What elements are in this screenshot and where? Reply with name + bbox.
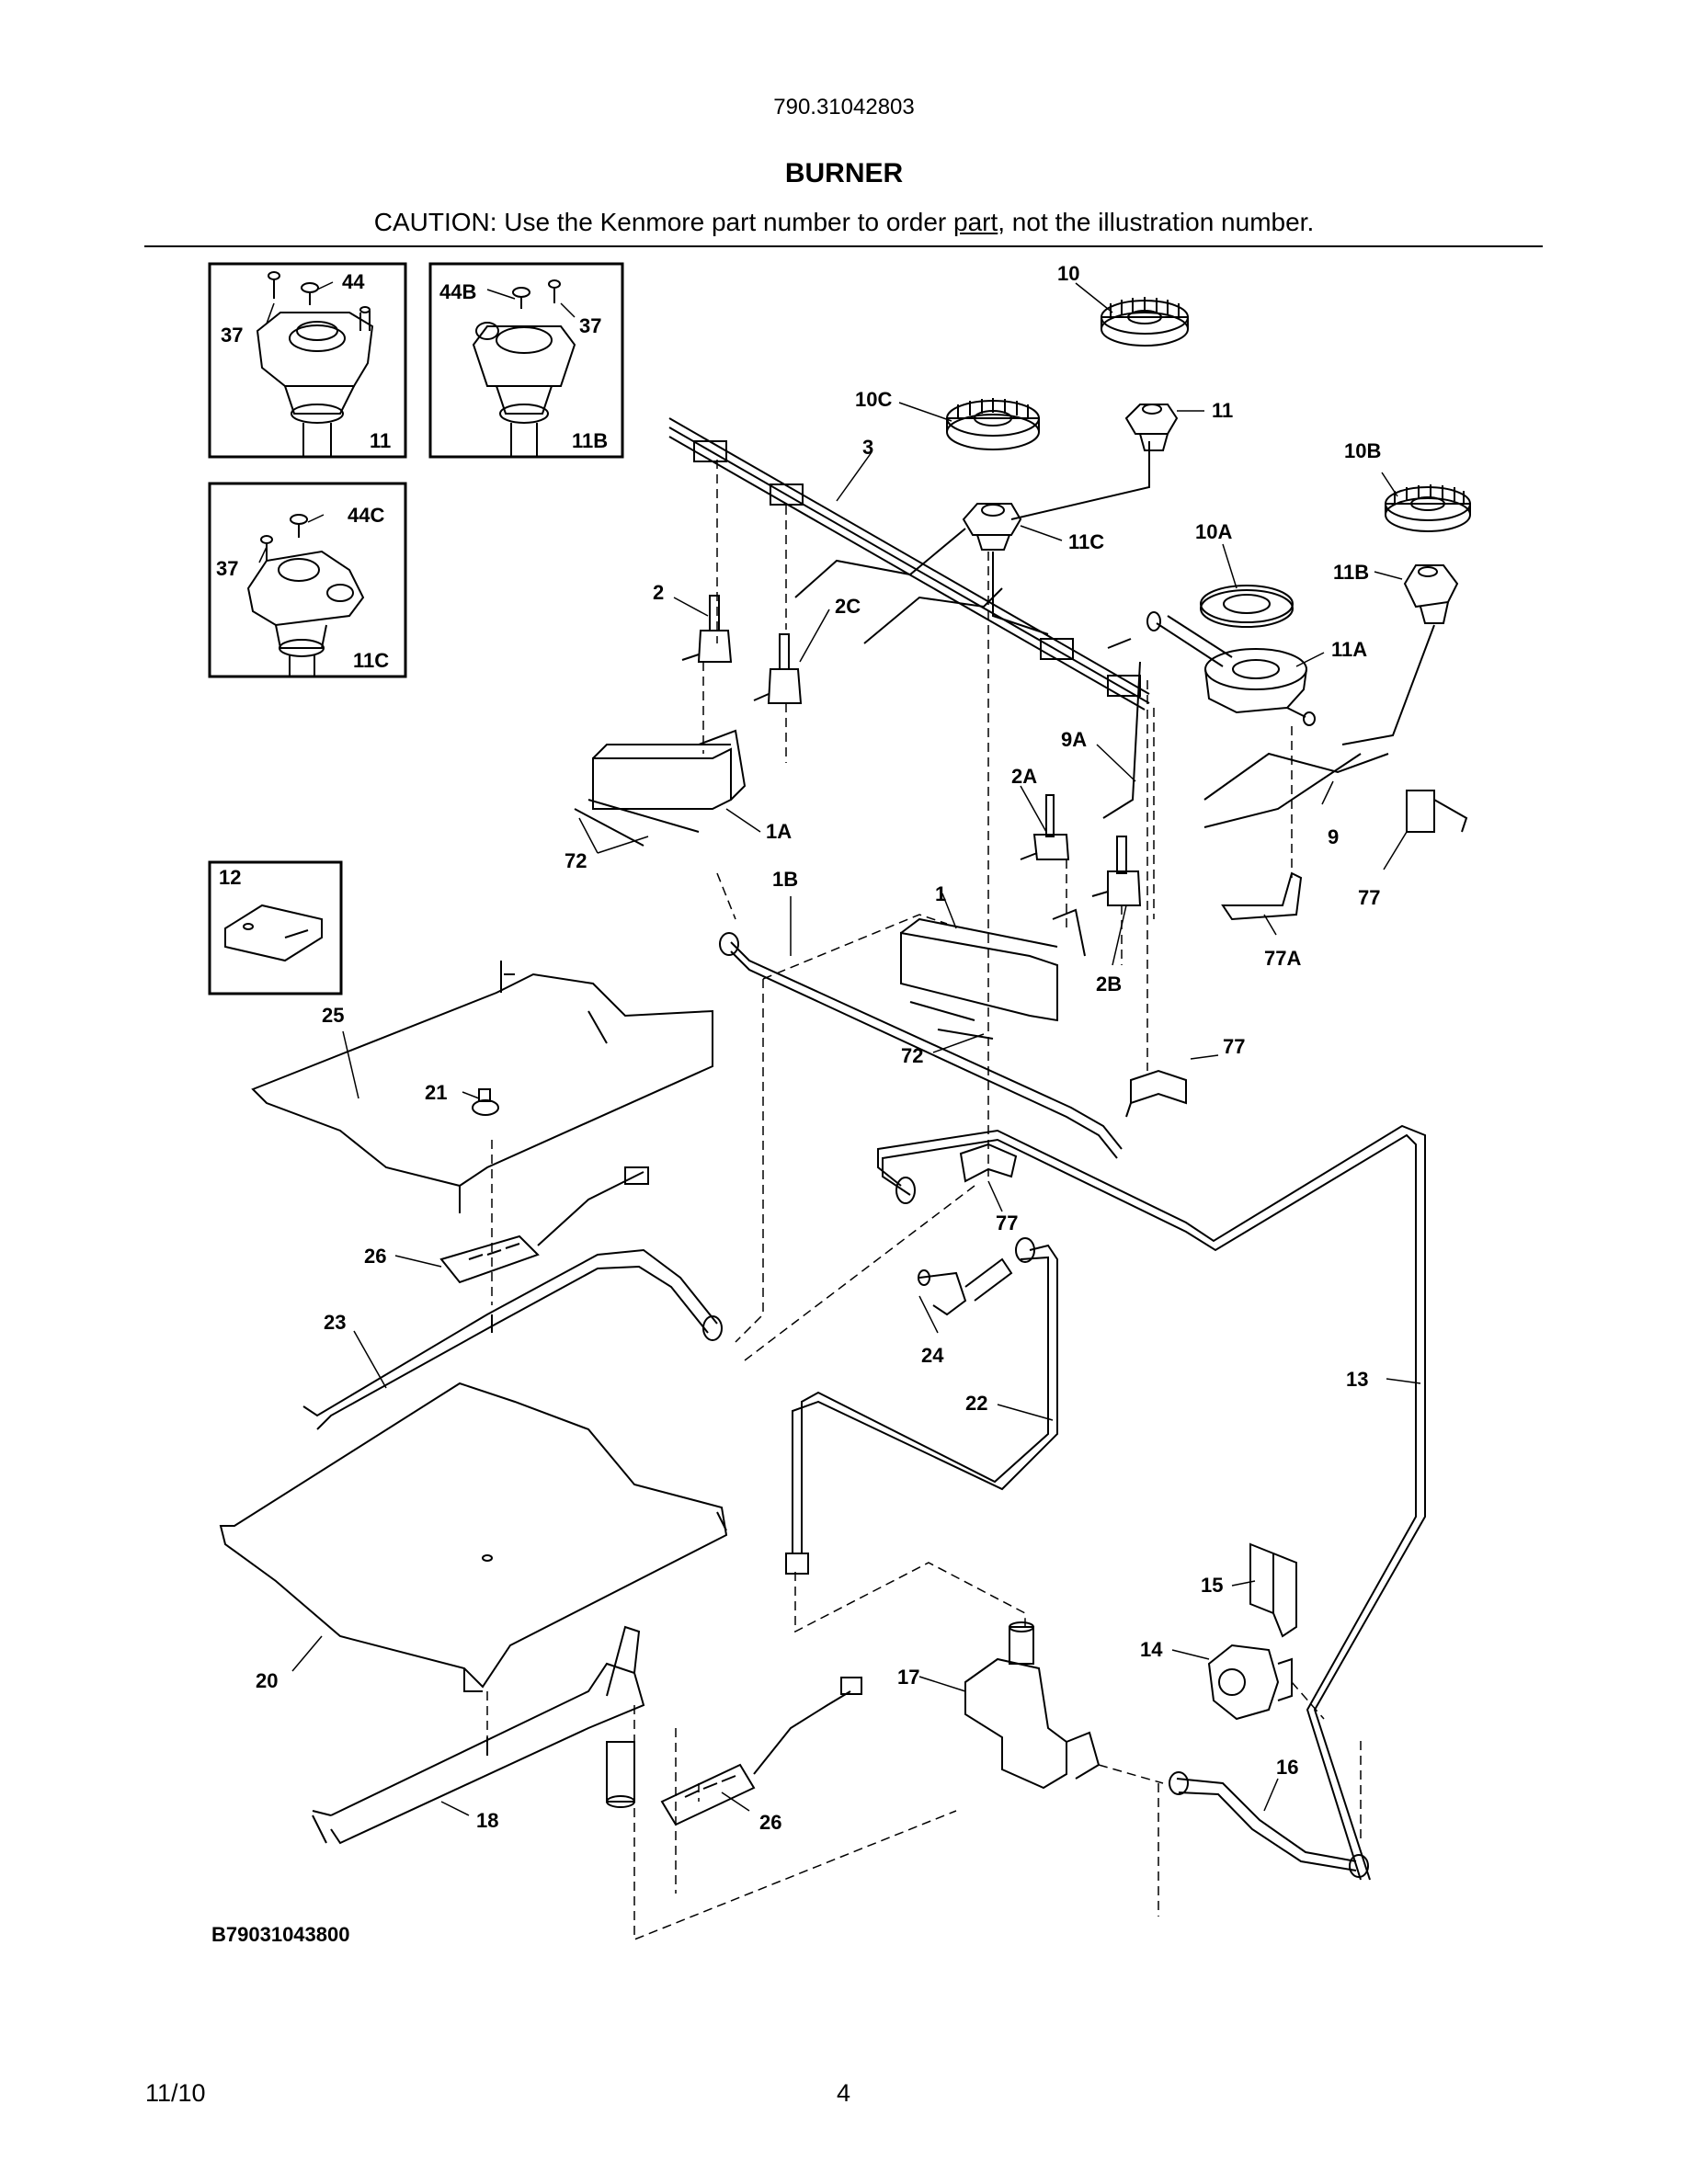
footer-page-number: 4 xyxy=(837,2079,851,2107)
bracket-77-mid xyxy=(1125,1069,1187,1118)
caution-note: CAUTION: Use the Kenmore part number to … xyxy=(0,208,1688,237)
label-37-inset2: 37 xyxy=(579,314,601,337)
part-labels: 37 44 11 44B 37 11B 44C 37 11C 12 10 10C… xyxy=(211,262,1381,1946)
label-9: 9 xyxy=(1328,825,1339,848)
inset-burner-base-11b xyxy=(428,262,624,459)
label-11: 11 xyxy=(1212,399,1233,422)
label-10a: 10A xyxy=(1195,520,1232,543)
gas-tubes-upper xyxy=(794,441,1435,828)
label-1: 1 xyxy=(935,882,946,905)
label-11b: 11B xyxy=(1333,561,1369,584)
label-77-right: 77 xyxy=(1358,886,1380,909)
gas-tube-1b xyxy=(719,932,1123,1159)
label-10: 10 xyxy=(1057,262,1079,285)
label-2c: 2C xyxy=(835,595,861,618)
gas-tube-16 xyxy=(1169,1771,1369,1878)
label-11c-inset3: 11C xyxy=(353,649,389,672)
burner-ring-10a xyxy=(1200,585,1294,628)
label-20: 20 xyxy=(256,1669,278,1692)
label-77-mid: 77 xyxy=(1223,1035,1245,1058)
valve-2 xyxy=(681,595,733,663)
burner-cap-10 xyxy=(1101,297,1189,347)
label-12-inset4: 12 xyxy=(219,866,241,889)
burner-cap-10b xyxy=(1385,484,1471,532)
label-26-lower: 26 xyxy=(759,1811,781,1834)
caution-prefix: CAUTION: Use the Kenmore part number to … xyxy=(373,208,953,236)
inset-burner-base-11 xyxy=(208,262,407,459)
label-9a: 9A xyxy=(1061,728,1087,751)
label-77-lower: 77 xyxy=(996,1211,1018,1234)
label-37-inset3: 37 xyxy=(216,557,238,580)
label-72-lower: 72 xyxy=(901,1044,923,1067)
wire-harness-3 xyxy=(668,417,1150,711)
label-16: 16 xyxy=(1276,1756,1298,1779)
label-2: 2 xyxy=(653,581,664,604)
pressure-regulator-14 xyxy=(1207,1644,1293,1721)
label-17: 17 xyxy=(897,1666,919,1689)
label-24: 24 xyxy=(921,1344,944,1367)
valve-2a xyxy=(1020,794,1070,860)
label-3: 3 xyxy=(862,436,873,459)
inset-burner-base-11c xyxy=(208,482,407,678)
inset-gasket-12 xyxy=(208,860,343,995)
label-10c: 10C xyxy=(855,388,892,411)
alignment-lines xyxy=(486,460,1362,1941)
label-10b: 10B xyxy=(1344,439,1381,462)
burner-base-11c-top xyxy=(962,503,1022,551)
label-11b-inset2: 11B xyxy=(572,429,608,452)
label-1b: 1B xyxy=(772,868,798,891)
label-13: 13 xyxy=(1346,1368,1368,1391)
valve-2c xyxy=(753,633,803,704)
drawing-code: B79031043800 xyxy=(211,1923,349,1946)
label-44b-inset2: 44B xyxy=(439,280,476,303)
label-2a: 2A xyxy=(1011,765,1037,788)
gas-tube-22 xyxy=(785,1237,1058,1575)
gas-tube-oven-loop xyxy=(877,1124,1426,1881)
label-23: 23 xyxy=(324,1311,346,1334)
label-44c-inset3: 44C xyxy=(348,504,384,527)
label-25: 25 xyxy=(322,1004,344,1027)
label-44-inset1: 44 xyxy=(342,270,365,293)
burner-cap-10c xyxy=(946,398,1040,450)
manifold-1a xyxy=(574,729,747,847)
header-divider xyxy=(144,245,1543,247)
leader-lines xyxy=(258,281,1421,1816)
section-title: BURNER xyxy=(784,158,904,188)
bracket-15 xyxy=(1249,1542,1297,1638)
label-21: 21 xyxy=(425,1081,447,1104)
valve-2b xyxy=(1091,836,1142,906)
label-15: 15 xyxy=(1201,1574,1223,1597)
igniter-26-lower xyxy=(660,1677,862,1826)
broil-burner-23 xyxy=(302,1248,723,1430)
label-77a: 77A xyxy=(1264,947,1301,970)
heat-shield-25 xyxy=(251,961,713,1213)
label-26-upper: 26 xyxy=(364,1245,386,1268)
label-72-upper: 72 xyxy=(565,849,587,872)
label-2b: 2B xyxy=(1096,973,1122,995)
footer-date: 11/10 xyxy=(145,2079,206,2107)
igniter-26-upper xyxy=(439,1166,649,1284)
label-14: 14 xyxy=(1140,1638,1163,1661)
burner-base-11b-right xyxy=(1403,564,1459,624)
model-number: 790.31042803 xyxy=(773,95,915,119)
bracket-77a xyxy=(1221,871,1303,921)
label-11a: 11A xyxy=(1331,638,1367,661)
oven-valve-17 xyxy=(964,1621,1101,1790)
bracket-77-right xyxy=(1406,790,1468,833)
manifold-1 xyxy=(900,908,1086,1040)
caution-suffix: , not the illustration number. xyxy=(998,208,1315,236)
label-22: 22 xyxy=(965,1392,987,1415)
burner-base-11-top xyxy=(1124,404,1179,451)
orifice-24 xyxy=(918,1257,1013,1316)
label-1a: 1A xyxy=(766,820,792,843)
heat-shield-20 xyxy=(219,1382,728,1692)
label-18: 18 xyxy=(476,1809,498,1832)
label-11-inset1: 11 xyxy=(370,429,391,452)
label-37-inset1: 37 xyxy=(221,324,243,347)
caution-part-link: part xyxy=(953,208,998,236)
burner-head-11a xyxy=(1146,611,1316,726)
label-11c: 11C xyxy=(1068,530,1104,553)
